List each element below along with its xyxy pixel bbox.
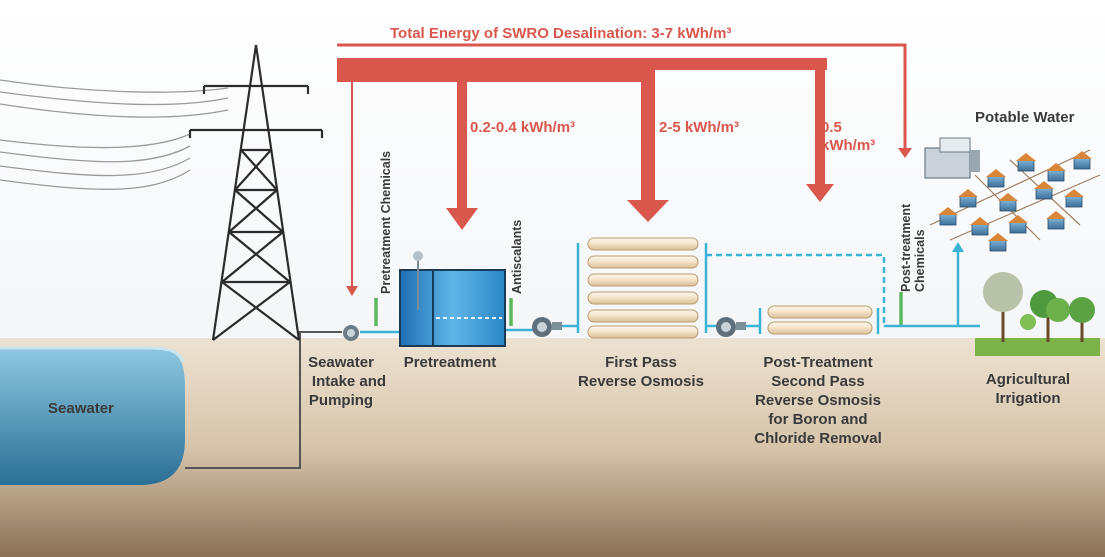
first-pass-ro-array bbox=[576, 237, 708, 339]
first-pass-label-1: First Pass bbox=[605, 354, 677, 371]
seawater-label: Seawater bbox=[48, 400, 114, 417]
first-pass-energy: 2-5 kWh/m³ bbox=[659, 119, 739, 136]
irrigation-trees bbox=[975, 272, 1100, 356]
transmission-tower bbox=[188, 44, 324, 341]
second-pass-label-5: Chloride Removal bbox=[754, 430, 882, 447]
seawater-surface bbox=[0, 346, 185, 363]
chemical-feeds bbox=[374, 292, 903, 326]
pretreatment-label: Pretreatment bbox=[404, 354, 497, 371]
pretreatment-energy: 0.2-0.4 kWh/m³ bbox=[470, 119, 575, 136]
potable-flow-arrow bbox=[952, 242, 964, 252]
second-pass-label-1: Post-Treatment bbox=[763, 354, 872, 371]
power-lines bbox=[0, 79, 229, 190]
second-pass-ro-array bbox=[758, 305, 880, 335]
ro-feed-pump bbox=[532, 317, 562, 337]
second-pass-label-4: for Boron and bbox=[768, 411, 867, 428]
potable-water-label: Potable Water bbox=[975, 109, 1075, 126]
irrigation-label-2: Irrigation bbox=[995, 390, 1060, 407]
irrigation-label-1: Agricultural bbox=[986, 371, 1070, 388]
second-pass-label-3: Reverse Osmosis bbox=[755, 392, 881, 409]
post-treatment-energy-unit: kWh/m³ bbox=[821, 137, 875, 154]
intake-label-1: Seawater bbox=[308, 354, 374, 371]
second-pass-label-2: Second Pass bbox=[771, 373, 864, 390]
potable-water-town bbox=[924, 137, 1101, 252]
antiscalants-label: Antiscalants bbox=[510, 220, 524, 294]
first-pass-label-2: Reverse Osmosis bbox=[578, 373, 704, 390]
intake-label-3: Pumping bbox=[309, 392, 373, 409]
second-pass-pump bbox=[716, 317, 746, 337]
intake-pipe bbox=[185, 331, 342, 469]
intake-label-2: Intake and bbox=[312, 373, 386, 390]
seawater-body bbox=[0, 348, 185, 485]
post-treatment-chemicals-label-1: Post-treatment bbox=[899, 203, 913, 292]
water-flow bbox=[360, 250, 980, 334]
sky bbox=[0, 0, 1105, 340]
post-treatment-energy-value: 0.5 bbox=[821, 119, 842, 136]
pretreatment-chemicals-label: Pretreatment Chemicals bbox=[379, 151, 393, 294]
pretreatment-tank bbox=[399, 251, 506, 347]
intake-pump bbox=[343, 325, 359, 341]
energy-arrows bbox=[337, 43, 912, 296]
post-treatment-chemicals-label-2: Chemicals bbox=[913, 229, 927, 292]
total-energy-title: Total Energy of SWRO Desalination: 3-7 k… bbox=[390, 25, 731, 42]
